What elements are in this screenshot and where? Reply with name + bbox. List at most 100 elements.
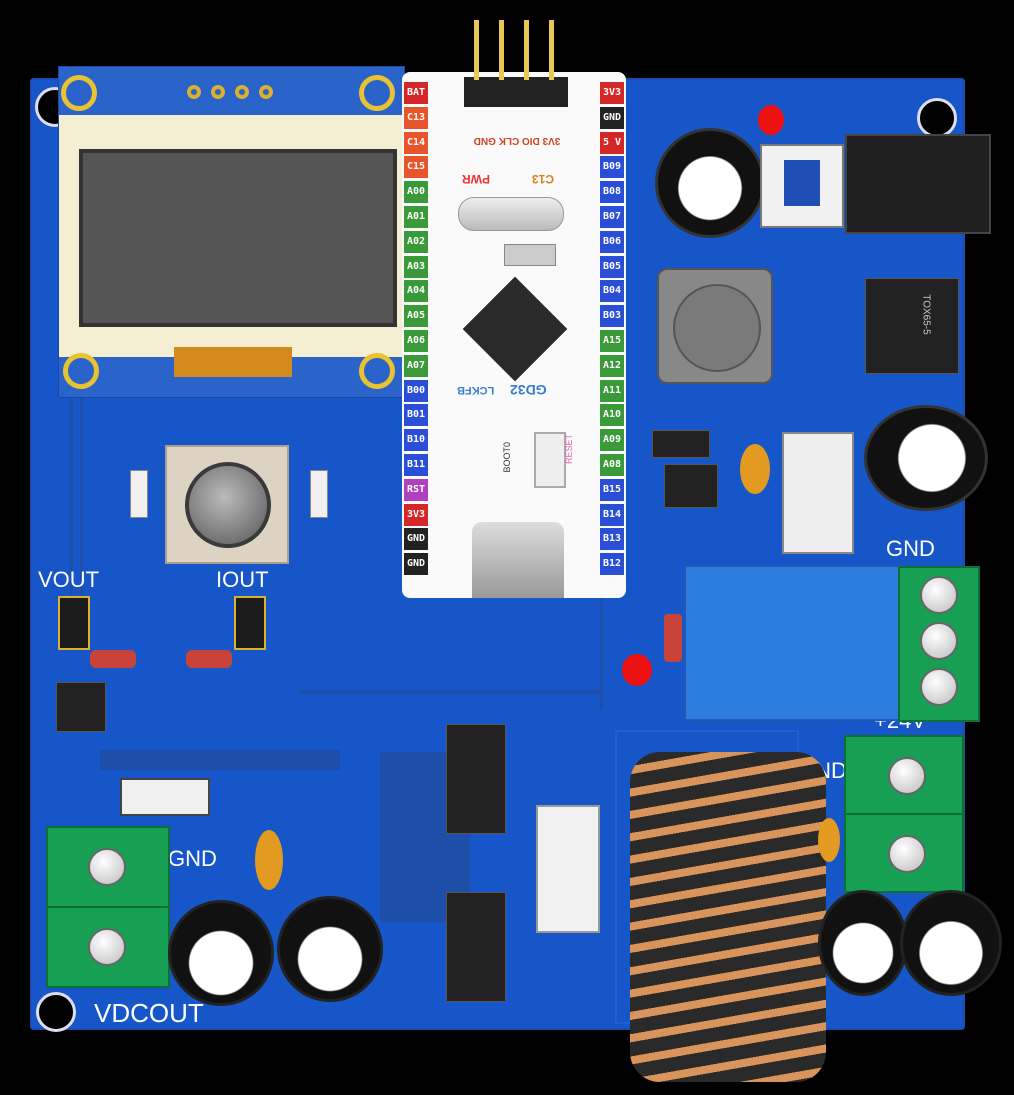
diode	[186, 650, 232, 668]
switch-toggle[interactable]	[784, 160, 820, 206]
led-red	[758, 105, 784, 135]
oled-screen	[79, 149, 397, 327]
mcu-pin-label: C13	[404, 106, 428, 129]
oled-flex-cable	[174, 347, 292, 377]
terminal-block[interactable]	[46, 906, 170, 988]
c13-label: C13	[532, 172, 555, 186]
oled-module	[58, 66, 405, 398]
mcu-pin-label: B07	[600, 206, 624, 228]
gnd-label-left: GND	[168, 846, 217, 871]
mcu-pin-label: BAT	[404, 82, 428, 104]
mcu-pin-label: A12	[600, 354, 624, 377]
mcu-pin-label: A02	[404, 230, 428, 253]
mcu-pin-label: B12	[600, 553, 624, 576]
oled-mount-hole	[61, 75, 97, 111]
mcu-pin-label: B00	[404, 379, 428, 402]
electrolytic-capacitor	[864, 405, 988, 511]
mcu-pin-label: GND	[600, 106, 624, 129]
mcu-pin-label: A01	[404, 206, 428, 228]
smd-part	[652, 430, 710, 458]
oled-pin	[235, 85, 249, 99]
mcu-pin-label: B01	[404, 404, 428, 427]
reset-button[interactable]	[534, 432, 566, 488]
mcu-pin-label: C15	[404, 156, 428, 179]
trace	[80, 390, 83, 600]
rotary-encoder[interactable]	[165, 445, 289, 564]
mosfet	[446, 892, 506, 1002]
trace	[600, 560, 603, 710]
mcu-pin-label: A05	[404, 305, 428, 328]
mcu-pin-label: GND	[404, 528, 428, 551]
screw-icon[interactable]	[888, 757, 926, 795]
mcu-pin-label: A03	[404, 255, 428, 278]
smd-part	[130, 470, 148, 518]
trace	[300, 690, 600, 694]
header-pin	[499, 20, 504, 80]
ceramic-capacitor	[255, 830, 283, 890]
power-switch[interactable]	[760, 144, 844, 228]
encoder-knob[interactable]	[185, 462, 271, 548]
mcu-pin-label: 3V3	[600, 82, 624, 104]
iout-jumper	[234, 596, 266, 650]
screw-icon[interactable]	[888, 835, 926, 873]
gnd-label-right-top: GND	[886, 536, 935, 561]
header-pin	[549, 20, 554, 80]
mcu-pin-label: A07	[404, 354, 428, 377]
mcu-pin-label: C14	[404, 131, 428, 154]
electrolytic-capacitor	[168, 900, 274, 1006]
oled-pin	[187, 85, 201, 99]
mcu-pin-label: B15	[600, 478, 624, 501]
reset-label: RESET	[564, 434, 574, 465]
mcu-chip	[462, 276, 568, 382]
diode	[90, 650, 136, 668]
power-inductor	[657, 268, 773, 384]
mcu-pin-label: B10	[404, 429, 428, 452]
screw-icon[interactable]	[920, 622, 958, 660]
relay-terminal-block[interactable]	[898, 566, 980, 722]
electrolytic-capacitor	[277, 896, 383, 1002]
mcu-pin-label: A06	[404, 330, 428, 352]
terminal-block[interactable]	[844, 735, 964, 815]
smd-part	[310, 470, 328, 518]
vout-label: VOUT	[38, 567, 100, 592]
mcu-pin-label: A15	[600, 330, 624, 352]
mcu-pin-label: 3V3	[404, 503, 428, 526]
diode	[664, 614, 682, 662]
electrolytic-capacitor	[655, 128, 765, 238]
connector[interactable]	[536, 805, 600, 933]
screw-icon[interactable]	[920, 576, 958, 614]
trace	[100, 750, 340, 770]
pwr-label: PWR	[462, 172, 490, 186]
electrolytic-capacitor	[900, 890, 1002, 996]
boot-label: BOOT0	[502, 442, 512, 473]
vout-jumper	[58, 596, 90, 650]
mcu-pin-label: GND	[404, 553, 428, 576]
header-pin	[474, 20, 479, 80]
oled-mount-hole	[359, 353, 395, 389]
mcu-pin-label: 5 V	[600, 131, 624, 154]
terminal-block[interactable]	[46, 826, 170, 908]
iout-label: IOUT	[216, 567, 269, 592]
usb-c-port[interactable]	[472, 522, 564, 598]
chip-label: GD32	[510, 382, 547, 398]
trace	[70, 390, 73, 600]
screw-icon[interactable]	[88, 928, 126, 966]
toroidal-inductor	[630, 752, 826, 1082]
screw-icon[interactable]	[88, 848, 126, 886]
fan-connector[interactable]	[782, 432, 854, 554]
screw-icon[interactable]	[920, 668, 958, 706]
ic-chip	[664, 464, 718, 508]
terminal-block[interactable]	[844, 813, 964, 893]
vdcout-label: VDCOUT	[94, 998, 204, 1028]
relay	[684, 565, 904, 721]
mosfet	[446, 724, 506, 834]
dc-jack[interactable]	[845, 134, 991, 234]
mounting-hole	[917, 98, 957, 138]
crystal-small	[504, 244, 556, 266]
header-pins	[464, 77, 568, 107]
mcu-pin-label: B05	[600, 255, 624, 278]
mounting-hole	[36, 992, 76, 1032]
